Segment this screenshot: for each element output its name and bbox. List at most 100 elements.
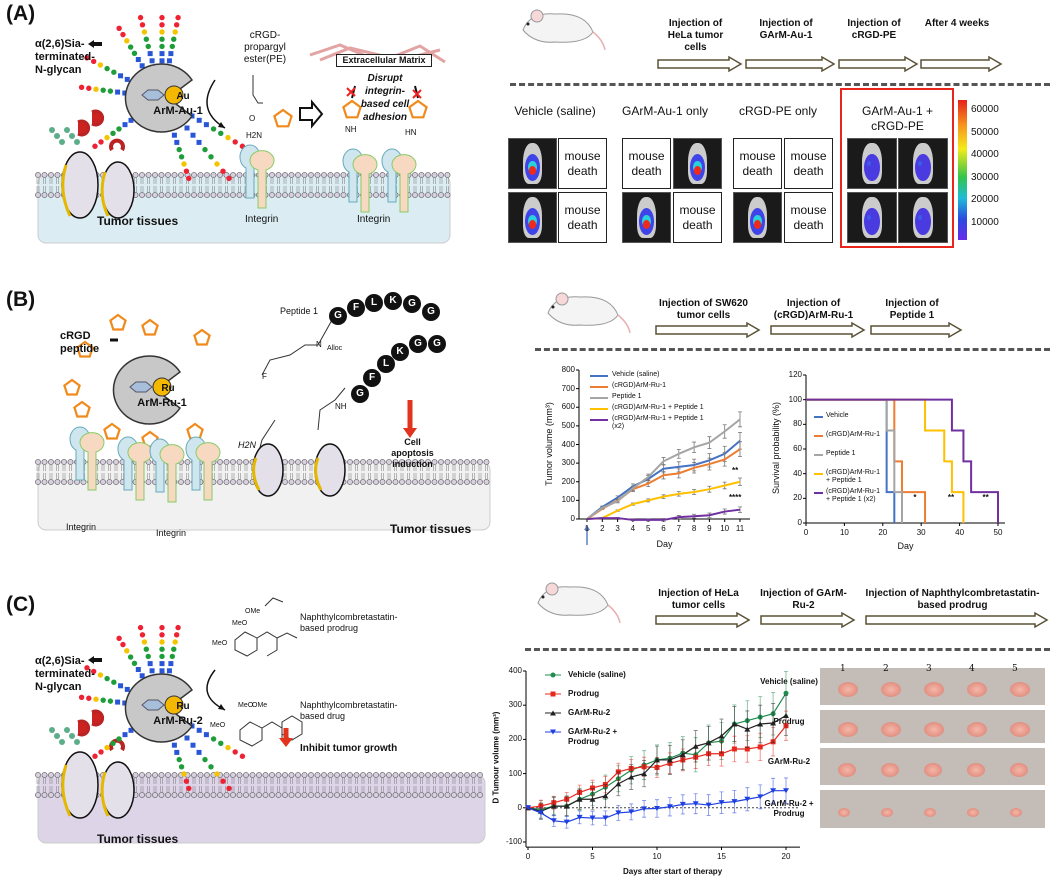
lipid-head	[204, 772, 210, 778]
data-point	[525, 805, 531, 811]
error-bar	[738, 411, 742, 428]
glycan-residue	[131, 50, 138, 56]
legend-label: Peptide 1	[826, 450, 884, 458]
glycan-residue	[124, 648, 130, 654]
lipid-tail	[290, 778, 293, 792]
glycan-residue	[196, 749, 202, 755]
lipid-head	[431, 772, 438, 778]
glycan-residue	[181, 161, 187, 167]
lipid-tail	[244, 778, 248, 792]
tumor-sample	[924, 762, 942, 777]
data-point	[550, 803, 557, 809]
sequence-residue: G	[428, 335, 446, 353]
cofactor-ligand	[141, 89, 165, 101]
glycan-residue	[159, 58, 165, 64]
lipid-head	[184, 479, 191, 485]
lipid-head	[243, 792, 249, 798]
glycan-residue	[196, 727, 202, 733]
mouse-ear	[530, 9, 544, 23]
lipid-head	[470, 772, 477, 778]
lipid-head	[425, 792, 431, 798]
y-tick-label: 120	[788, 370, 802, 379]
lipid-tail	[277, 178, 280, 192]
glycan-residue	[104, 134, 110, 141]
lipid-head	[178, 192, 184, 198]
cRGD-pentagon-icon	[109, 313, 127, 331]
dashed-divider	[535, 348, 1050, 351]
glycan-residue	[169, 43, 176, 50]
lipid-tail	[368, 778, 371, 792]
lipid-head	[405, 792, 412, 798]
metal-center-icon	[164, 85, 184, 105]
lipid-tail	[62, 465, 66, 479]
lipid-head	[327, 792, 334, 798]
lipid-tail	[413, 178, 417, 192]
lipid-head	[35, 772, 41, 778]
lipid-head	[321, 192, 327, 198]
lipid-head	[217, 479, 223, 485]
glycan-residue	[90, 668, 97, 675]
lipid-head	[41, 772, 48, 778]
lipid-head	[165, 792, 171, 798]
lipid-head	[230, 459, 236, 465]
lipid-tail	[134, 778, 137, 792]
lipid-tail	[140, 178, 144, 192]
legend-label: (cRGD)ArM-Ru-1 + Peptide 1 (x2)	[826, 488, 884, 504]
lipid-head	[353, 772, 360, 778]
lipid-head	[392, 772, 399, 778]
photo-column-number: 4	[969, 664, 975, 674]
lipid-tail	[413, 778, 417, 792]
lipid-head	[405, 459, 412, 465]
lipid-head	[366, 772, 373, 778]
series-line-3	[586, 480, 741, 520]
glycan-residue	[116, 635, 122, 642]
lipid-head	[360, 772, 366, 778]
data-point	[589, 815, 596, 821]
lipid-head	[282, 172, 288, 178]
lipid-head	[236, 192, 243, 198]
glycan-residue	[97, 672, 104, 678]
colorbar-tick: 10000	[971, 216, 999, 228]
lipid-tail	[374, 178, 378, 192]
lipid-tail	[134, 178, 137, 192]
photo-column-number: 2	[883, 664, 889, 674]
lipid-tail	[400, 465, 404, 479]
glycan-residue	[141, 29, 148, 35]
lipid-tail	[361, 465, 365, 479]
signal-blob	[915, 153, 931, 181]
tumor-sample	[838, 722, 858, 737]
legend-label: (cRGD)ArM-Ru-1 + Peptide 1	[826, 469, 884, 485]
lipid-tail	[192, 778, 196, 792]
data-point	[705, 740, 712, 746]
integrin-label: Integrin	[357, 214, 391, 225]
glycoprotein-stripe	[100, 771, 110, 817]
lipid-head	[197, 172, 204, 178]
survival-step-4	[806, 398, 999, 523]
tumor-photo	[820, 710, 1045, 743]
cRGD-pentagon-icon	[273, 108, 293, 128]
lipid-head	[477, 479, 483, 485]
lipid-tail	[348, 465, 352, 479]
timeline-step-label: Injection of HeLa tumor cells	[667, 18, 724, 53]
signal-blob	[528, 219, 537, 229]
data-point	[641, 771, 648, 777]
red-arrow-head	[403, 428, 417, 438]
lectin-icon	[77, 709, 105, 737]
lipid-tail	[394, 778, 397, 792]
x-tick-label: 50	[993, 528, 1003, 537]
legend-label: Vehicle (saline)	[612, 371, 660, 378]
lipid-head	[353, 459, 360, 465]
x-tick-label: 1	[584, 524, 590, 533]
lipid-tail	[140, 778, 144, 792]
receptor-stripe	[314, 457, 323, 491]
lipid-head	[145, 479, 152, 485]
tumor-sample	[881, 722, 901, 737]
timeline-arrow	[657, 55, 743, 73]
lipid-head	[204, 172, 210, 178]
bioluminescence-image	[898, 192, 948, 243]
glycan-residue	[124, 686, 130, 692]
data-point	[731, 799, 738, 805]
glycan-residue	[149, 58, 155, 64]
lipid-head	[230, 192, 236, 198]
glycan-residue	[159, 36, 165, 42]
